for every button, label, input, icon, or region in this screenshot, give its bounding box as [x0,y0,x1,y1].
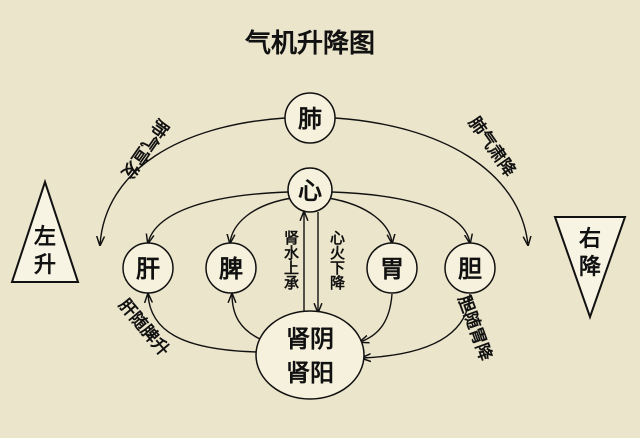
arc-lung-left [100,117,286,245]
arc-heart-spleen [230,197,293,243]
label-top-right: 肺气肃降 [464,113,521,182]
node-lung: 肺 [284,92,336,144]
svg-text:脾: 脾 [219,254,243,283]
arc-heart-stomach [327,197,392,243]
arc-heart-liver [148,191,289,243]
node-kidney: 肾阴 肾阳 [255,310,365,400]
right-descend-marker: 右 降 [553,216,627,321]
svg-text:肾阳: 肾阳 [286,358,334,387]
label-heart-fire: 心火下降 [328,230,346,291]
svg-text:肝: 肝 [136,254,160,283]
label-kidney-water: 肾水上承 [282,230,300,291]
svg-text:左: 左 [34,224,56,250]
arc-gallbladder-kidney [362,293,471,358]
arc-heart-gallbladder [331,191,470,243]
node-spleen: 脾 [205,242,257,294]
arc-stomach-kidney [360,293,393,342]
label-bottom-right: 胆随胃降 [453,293,496,365]
node-liver: 肝 [122,242,174,294]
svg-text:肺: 肺 [298,104,322,133]
svg-text:肾阴: 肾阴 [286,324,334,353]
diagram-title: 气机升降图 [244,28,375,59]
connectors [100,117,528,358]
node-gallbladder: 胆 [444,242,496,294]
arc-lung-right [334,117,528,245]
svg-text:心: 心 [298,176,322,205]
svg-text:右: 右 [579,226,601,252]
arc-kidney-spleen [232,294,263,341]
label-bottom-left: 肝随脾升 [114,295,174,361]
arc-kidney-liver [148,294,259,353]
svg-text:胃: 胃 [380,254,404,283]
node-heart: 心 [287,167,333,213]
left-ascend-marker: 左 升 [10,178,80,283]
svg-text:降: 降 [579,254,602,280]
svg-text:胆: 胆 [458,254,482,283]
node-stomach: 胃 [366,242,418,294]
svg-text:升: 升 [34,252,56,278]
